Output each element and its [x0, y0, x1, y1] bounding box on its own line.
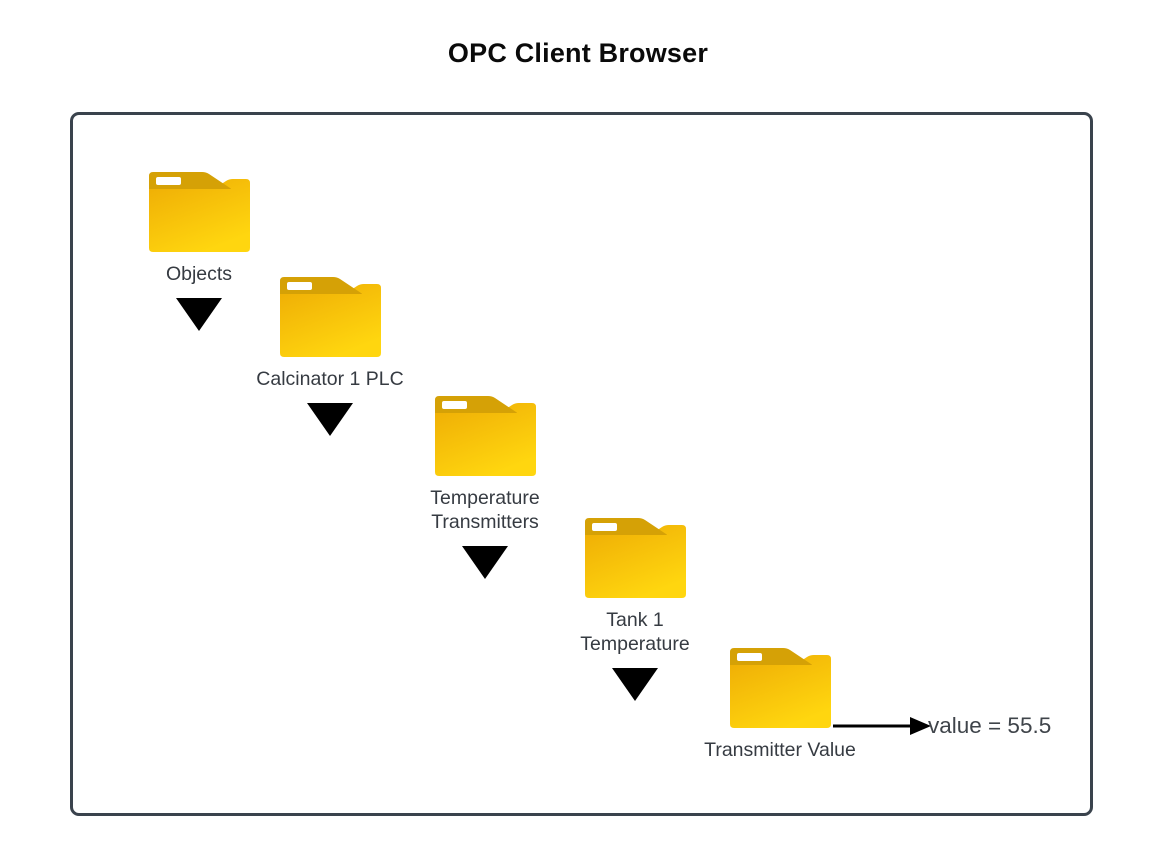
- tree-node-objects: Objects: [114, 167, 284, 331]
- page-title: OPC Client Browser: [447, 38, 709, 68]
- folder-label: Objects: [165, 263, 233, 285]
- triangle-down-icon[interactable]: [462, 546, 508, 579]
- tree-node-temperature-transmitters: Temperature Transmitters: [400, 391, 570, 579]
- value-readout: value = 55.5: [928, 713, 1052, 738]
- triangle-down-icon[interactable]: [176, 298, 222, 331]
- folder-label: Transmitter Value: [704, 739, 856, 761]
- folder-icon[interactable]: [583, 513, 687, 599]
- triangle-down-icon[interactable]: [307, 403, 353, 436]
- value-arrow-icon: [833, 717, 931, 735]
- folder-label: Temperature Transmitters: [430, 487, 540, 533]
- folder-icon[interactable]: [728, 643, 832, 729]
- tree-node-calcinator-1-plc: Calcinator 1 PLC: [245, 272, 415, 436]
- folder-icon[interactable]: [278, 272, 382, 358]
- tree-node-transmitter-value: Transmitter Value: [695, 643, 865, 762]
- folder-icon[interactable]: [433, 391, 537, 477]
- folder-icon[interactable]: [147, 167, 251, 253]
- folder-label: Tank 1 Temperature: [580, 609, 690, 655]
- folder-label: Calcinator 1 PLC: [256, 368, 404, 390]
- tree-node-tank-1-temperature: Tank 1 Temperature: [550, 513, 720, 701]
- triangle-down-icon[interactable]: [612, 668, 658, 701]
